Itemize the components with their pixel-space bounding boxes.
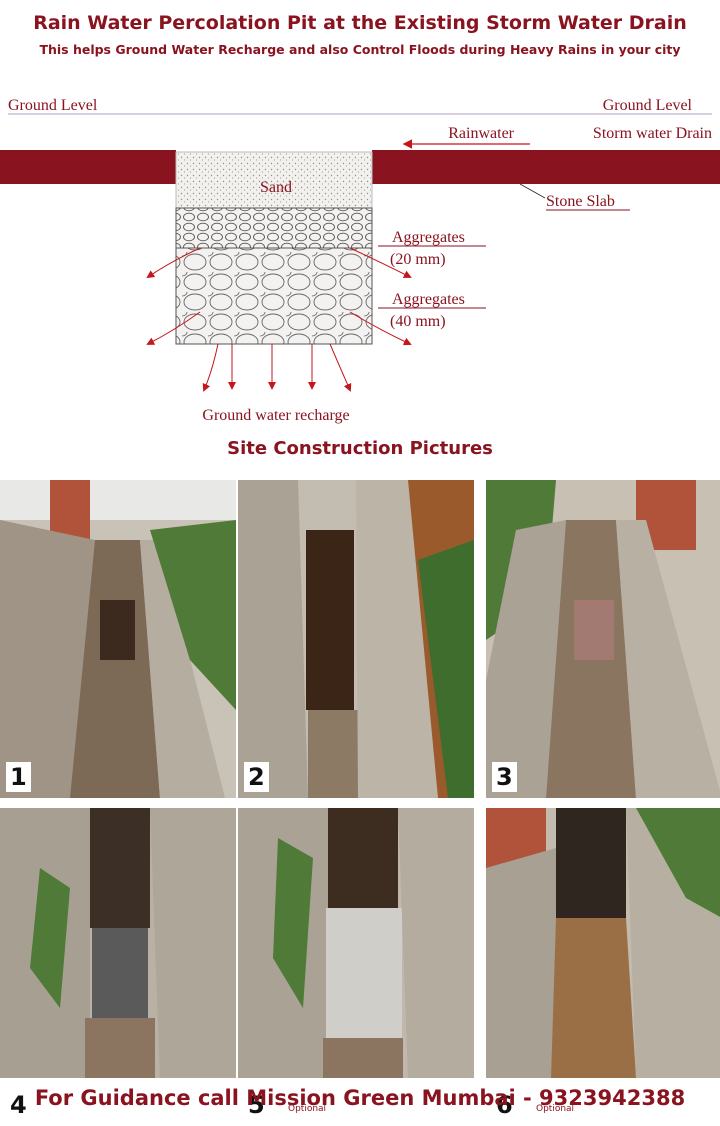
aggregate-40mm-layer [175, 247, 373, 345]
storm-drain-label: Storm water Drain [593, 125, 712, 142]
photo-number: 3 [492, 762, 517, 792]
photo-step-5: 5 Optional [238, 808, 474, 1126]
photo-step-3: 3 [486, 480, 720, 798]
construction-photo-grid: 1 2 3 [0, 480, 720, 1120]
photo-number: 5 [244, 1090, 269, 1120]
seepage-arrows [146, 247, 412, 392]
rainwater-label: Rainwater [448, 125, 514, 142]
aggregate-40mm-label-1: Aggregates [392, 291, 465, 308]
ground-level-right-label: Ground Level [603, 97, 693, 114]
page-subtitle: This helps Ground Water Recharge and als… [39, 42, 681, 57]
sand-label: Sand [260, 179, 292, 196]
photo-step-6: 6 Optional [486, 808, 720, 1126]
aggregate-20mm-label-1: Aggregates [392, 229, 465, 246]
photo-step-2: 2 [238, 480, 474, 798]
stone-slab-right [372, 150, 720, 184]
photo-number: 4 [6, 1090, 31, 1120]
optional-label: Optional [288, 1104, 327, 1114]
percolation-pit-diagram: Ground Level Ground Level Rainwater Stor… [0, 97, 720, 424]
photo-number: 6 [492, 1090, 517, 1120]
stone-slab-left [0, 150, 176, 184]
page-title: Rain Water Percolation Pit at the Existi… [33, 12, 687, 34]
aggregate-20mm-label-2: (20 mm) [390, 251, 446, 268]
ground-level-left-label: Ground Level [8, 97, 98, 114]
aggregate-40mm-label-2: (40 mm) [390, 313, 446, 330]
photo-step-4: 4 [0, 808, 236, 1126]
guidance-contact-footer: For Guidance call Mission Green Mumbai -… [34, 1086, 686, 1110]
sand-layer [175, 151, 373, 209]
photo-number: 1 [6, 762, 31, 792]
site-construction-title: Site Construction Pictures [227, 438, 493, 459]
stone-slab-label: Stone Slab [546, 193, 615, 210]
aggregate-20mm-layer [175, 207, 373, 249]
photo-number: 2 [244, 762, 269, 792]
photo-step-1: 1 [0, 480, 236, 798]
ground-water-recharge-label: Ground water recharge [202, 407, 349, 424]
optional-label: Optional [536, 1104, 575, 1114]
